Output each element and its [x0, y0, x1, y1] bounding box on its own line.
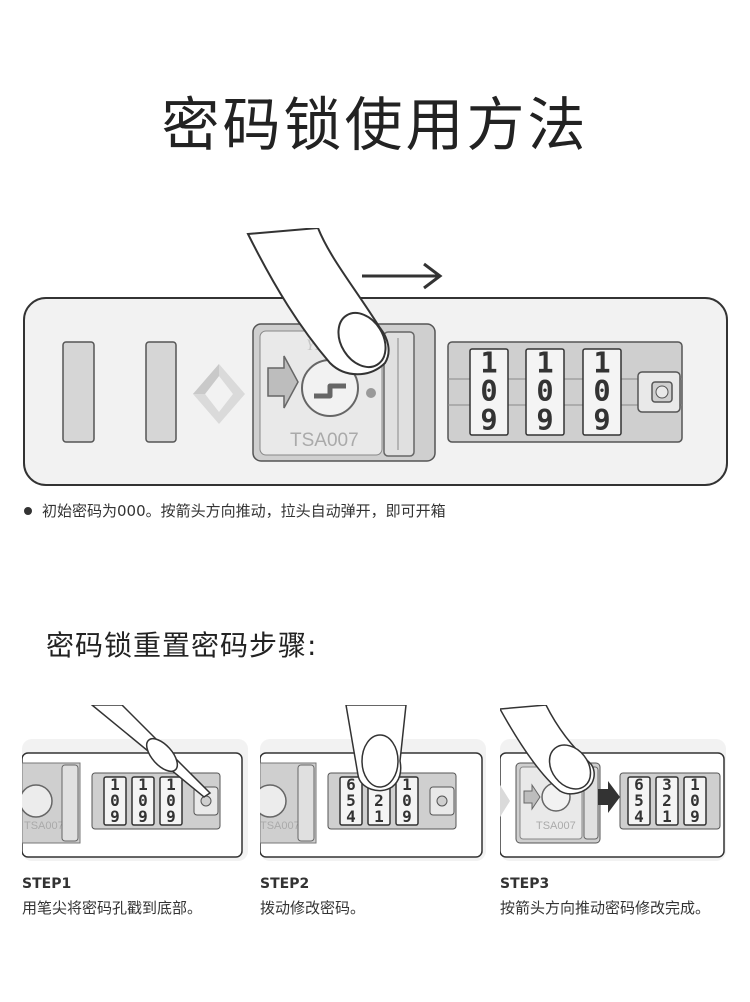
dial-digit: 1 [110, 775, 120, 794]
dial-digit: 0 [402, 791, 412, 810]
pen-tip-icon [90, 705, 212, 798]
dial-digit: 2 [662, 791, 672, 810]
dial-wheel [469, 348, 509, 436]
page-title: 密码锁使用方法 [161, 91, 589, 159]
dial-digit: 9 [480, 403, 497, 437]
tsa-model-text: TSA007 [290, 430, 359, 451]
dial-digit: 9 [402, 807, 412, 826]
step1-desc: 用笔尖将密码孔戳到底部。 [22, 899, 203, 917]
step2-desc: 拨动修改密码。 [260, 899, 366, 917]
dial-wheel [525, 348, 565, 436]
dial-digit: 4 [346, 807, 356, 826]
dial-digit: 1 [480, 346, 497, 380]
dial-wheel [339, 776, 363, 826]
slide-arrow-icon [267, 355, 299, 409]
step3-desc: 按箭头方向推动密码修改完成。 [500, 899, 711, 917]
dial-digit: 0 [480, 374, 497, 408]
dial-wheel [627, 776, 651, 826]
dial-digit: 1 [138, 775, 148, 794]
dial-digit: 1 [690, 775, 700, 794]
dial-digit: 0 [593, 374, 610, 408]
dial-digit: 1 [402, 775, 412, 794]
finger-icon [500, 705, 595, 795]
push-arrow-icon [598, 781, 620, 813]
dial-wheel [655, 776, 679, 826]
dial-digit: 4 [634, 807, 644, 826]
bullet-icon [24, 506, 32, 515]
step1-label: STEP1 [22, 876, 72, 892]
dial-digit: 9 [166, 807, 176, 826]
dial-digit: 9 [110, 807, 120, 826]
lock-slot [145, 341, 177, 443]
svg-text:TSA007: TSA007 [260, 820, 300, 832]
tsa-diamond-icon [193, 364, 245, 424]
dial-digit: 0 [690, 791, 700, 810]
dial-digit: 5 [346, 791, 356, 810]
dial-digit: 9 [690, 807, 700, 826]
dial-wheel [395, 776, 419, 826]
dial-wheel [131, 776, 155, 826]
dial-digit: 0 [138, 791, 148, 810]
dial-digit: 9 [138, 807, 148, 826]
usage-note: 初始密码为000。按箭头方向推动，拉头自动弹开，即可开箱 [24, 500, 446, 521]
dial-digit: 0 [536, 374, 553, 408]
dial-digit: 1 [593, 346, 610, 380]
dial-digit: 1 [536, 346, 553, 380]
dial-wheel [159, 776, 183, 826]
step3-label: STEP3 [500, 876, 550, 892]
dial-digit: 6 [346, 775, 356, 794]
dial-digit: 1 [166, 775, 176, 794]
dial-digit: 2 [374, 791, 384, 810]
dial-digit: 9 [593, 403, 610, 437]
step2-label: STEP2 [260, 876, 310, 892]
dial-wheel [103, 776, 127, 826]
step2-illustration: TSA007 654121109 [260, 705, 486, 861]
dial-wheel [582, 348, 622, 436]
dial-digit: 0 [110, 791, 120, 810]
finger-icon [345, 705, 407, 792]
lock-slot [62, 341, 95, 443]
dial-digit: 1 [662, 807, 672, 826]
dial-digit: 1 [374, 807, 384, 826]
dial-digit: 6 [634, 775, 644, 794]
svg-text:TSA007: TSA007 [536, 820, 576, 832]
section-subtitle: 密码锁重置密码步骤: [46, 629, 318, 662]
svg-text:TSA007: TSA007 [24, 820, 64, 832]
dial-digit: 0 [166, 791, 176, 810]
usage-note-text: 初始密码为000。按箭头方向推动，拉头自动弹开，即可开箱 [42, 502, 446, 520]
dial-digit: 5 [634, 791, 644, 810]
dial-wheel [683, 776, 707, 826]
push-arrow-icon [362, 262, 443, 290]
dial-digit: 9 [536, 403, 553, 437]
finger-icon [246, 228, 390, 376]
dial-digit: 3 [662, 775, 672, 794]
